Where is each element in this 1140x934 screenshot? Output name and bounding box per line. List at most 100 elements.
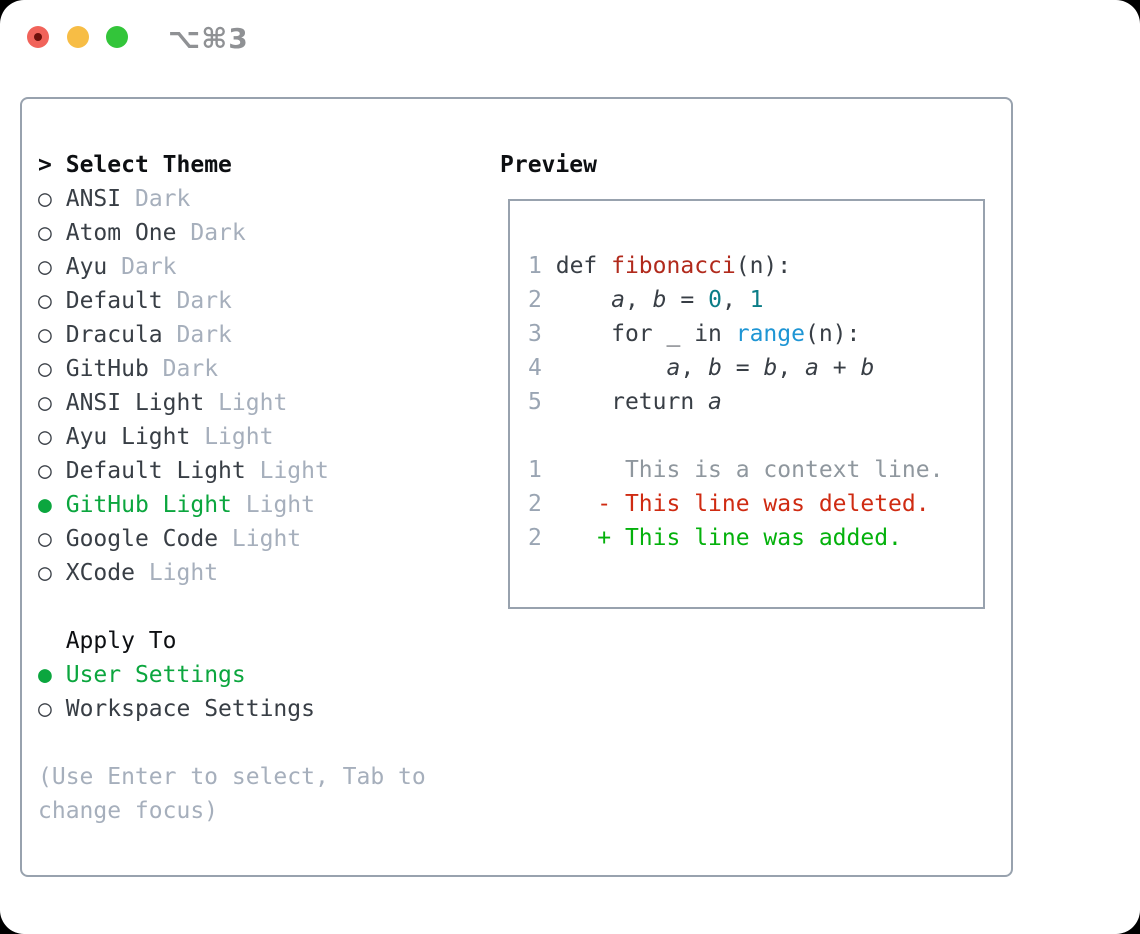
line-number: 1 bbox=[528, 457, 542, 483]
theme-option-ansi[interactable]: ○ ANSI Dark bbox=[38, 182, 426, 216]
theme-option-xcode[interactable]: ○ XCode Light bbox=[38, 556, 426, 590]
caret-icon: > bbox=[38, 152, 52, 178]
code-token: 0 bbox=[708, 287, 722, 313]
apply-option-user-settings[interactable]: ● User Settings bbox=[38, 658, 426, 692]
code-token: , bbox=[721, 287, 750, 313]
theme-name: Dracula bbox=[65, 322, 163, 348]
code-token: b bbox=[860, 355, 875, 381]
theme-option-default-light[interactable]: ○ Default Light Light bbox=[38, 454, 426, 488]
apply-to-header: Apply To bbox=[38, 624, 426, 658]
diff-line-del: 2 - This line was deleted. bbox=[528, 487, 983, 521]
code-token: + bbox=[818, 355, 861, 381]
theme-name: XCode bbox=[65, 560, 135, 586]
theme-variant: Dark bbox=[190, 220, 246, 246]
code-token: (n): bbox=[804, 321, 861, 347]
theme-name: ANSI Light bbox=[65, 390, 205, 416]
code-token: , bbox=[777, 355, 806, 381]
code-token: range bbox=[735, 321, 805, 347]
theme-variant: Dark bbox=[134, 186, 191, 212]
diff-preview: 1 This is a context line.2 - This line w… bbox=[528, 453, 983, 555]
theme-option-github-light[interactable]: ● GitHub Light Light bbox=[38, 488, 426, 522]
code-token: a bbox=[708, 389, 722, 415]
radio-icon: ○ bbox=[38, 254, 52, 280]
theme-option-ayu[interactable]: ○ Ayu Dark bbox=[38, 250, 426, 284]
radio-icon: ○ bbox=[38, 696, 52, 722]
code-token: = bbox=[721, 355, 764, 381]
code-token: return bbox=[555, 389, 709, 415]
line-number: 2 bbox=[528, 491, 542, 517]
diff-line-context: 1 This is a context line. bbox=[528, 453, 983, 487]
theme-name: ANSI bbox=[65, 186, 122, 212]
minimize-button[interactable] bbox=[67, 26, 89, 48]
theme-list: ○ ANSI Dark○ Atom One Dark○ Ayu Dark○ De… bbox=[38, 182, 426, 590]
maximize-button[interactable] bbox=[106, 26, 128, 48]
radio-selected-icon: ● bbox=[38, 492, 52, 518]
radio-icon: ○ bbox=[38, 186, 52, 212]
code-token: def bbox=[555, 253, 612, 279]
code-token: a bbox=[611, 287, 625, 313]
spacer bbox=[528, 419, 983, 453]
theme-name: Default bbox=[65, 288, 163, 314]
theme-variant: Light bbox=[218, 390, 288, 416]
line-number: 1 bbox=[528, 253, 542, 279]
radio-selected-icon: ● bbox=[38, 662, 52, 688]
code-token: , bbox=[680, 355, 709, 381]
theme-option-ansi-light[interactable]: ○ ANSI Light Light bbox=[38, 386, 426, 420]
spacer bbox=[38, 726, 426, 760]
theme-name: Default Light bbox=[65, 458, 246, 484]
line-number: 5 bbox=[528, 389, 542, 415]
theme-name: GitHub Light bbox=[65, 492, 232, 518]
radio-icon: ○ bbox=[38, 288, 52, 314]
theme-option-google-code[interactable]: ○ Google Code Light bbox=[38, 522, 426, 556]
theme-name: Ayu bbox=[65, 254, 108, 280]
theme-picker-panel: > Select Theme ○ ANSI Dark○ Atom One Dar… bbox=[20, 97, 1013, 877]
radio-icon: ○ bbox=[38, 322, 52, 348]
line-number: 2 bbox=[528, 525, 542, 551]
radio-icon: ○ bbox=[38, 390, 52, 416]
diff-text: This is a context line. bbox=[555, 457, 944, 483]
apply-option-label: User Settings bbox=[65, 662, 246, 688]
code-token: a bbox=[666, 355, 681, 381]
code-token: b bbox=[708, 355, 722, 381]
theme-option-ayu-light[interactable]: ○ Ayu Light Light bbox=[38, 420, 426, 454]
radio-icon: ○ bbox=[38, 458, 52, 484]
diff-text: + This line was added. bbox=[555, 525, 902, 551]
diff-line-add: 2 + This line was added. bbox=[528, 521, 983, 555]
code-line: 1 def fibonacci(n): bbox=[528, 249, 983, 283]
theme-variant: Dark bbox=[176, 322, 232, 348]
theme-list-section: > Select Theme ○ ANSI Dark○ Atom One Dar… bbox=[38, 148, 426, 828]
code-token: (n): bbox=[735, 253, 792, 279]
preview-section: Preview 1 def fibonacci(n):2 a, b = 0, 1… bbox=[500, 148, 985, 609]
theme-variant: Light bbox=[259, 458, 329, 484]
close-button[interactable] bbox=[27, 26, 49, 48]
theme-name: GitHub bbox=[65, 356, 149, 382]
code-line: 3 for _ in range(n): bbox=[528, 317, 983, 351]
apply-to-title: Apply To bbox=[65, 628, 177, 654]
theme-name: Atom One bbox=[65, 220, 177, 246]
radio-icon: ○ bbox=[38, 560, 52, 586]
theme-variant: Light bbox=[245, 492, 315, 518]
line-number: 3 bbox=[528, 321, 542, 347]
theme-variant: Dark bbox=[162, 356, 219, 382]
code-token: 1 bbox=[749, 287, 764, 313]
spacer bbox=[38, 590, 426, 624]
theme-variant: Light bbox=[204, 424, 274, 450]
code-token: fibonacci bbox=[611, 253, 736, 279]
apply-to-list: ● User Settings○ Workspace Settings bbox=[38, 658, 426, 726]
theme-option-dracula[interactable]: ○ Dracula Dark bbox=[38, 318, 426, 352]
theme-variant: Dark bbox=[121, 254, 177, 280]
titlebar: ⌥⌘3 bbox=[0, 0, 1140, 74]
theme-option-github[interactable]: ○ GitHub Dark bbox=[38, 352, 426, 386]
theme-option-atom-one[interactable]: ○ Atom One Dark bbox=[38, 216, 426, 250]
code-token: b bbox=[652, 287, 667, 313]
apply-option-workspace-settings[interactable]: ○ Workspace Settings bbox=[38, 692, 426, 726]
theme-option-default[interactable]: ○ Default Dark bbox=[38, 284, 426, 318]
code-token bbox=[556, 355, 667, 381]
radio-icon: ○ bbox=[38, 356, 52, 382]
hint-line: change focus) bbox=[38, 798, 219, 824]
code-line: 4 a, b = b, a + b bbox=[528, 351, 983, 385]
code-token: a bbox=[805, 355, 819, 381]
